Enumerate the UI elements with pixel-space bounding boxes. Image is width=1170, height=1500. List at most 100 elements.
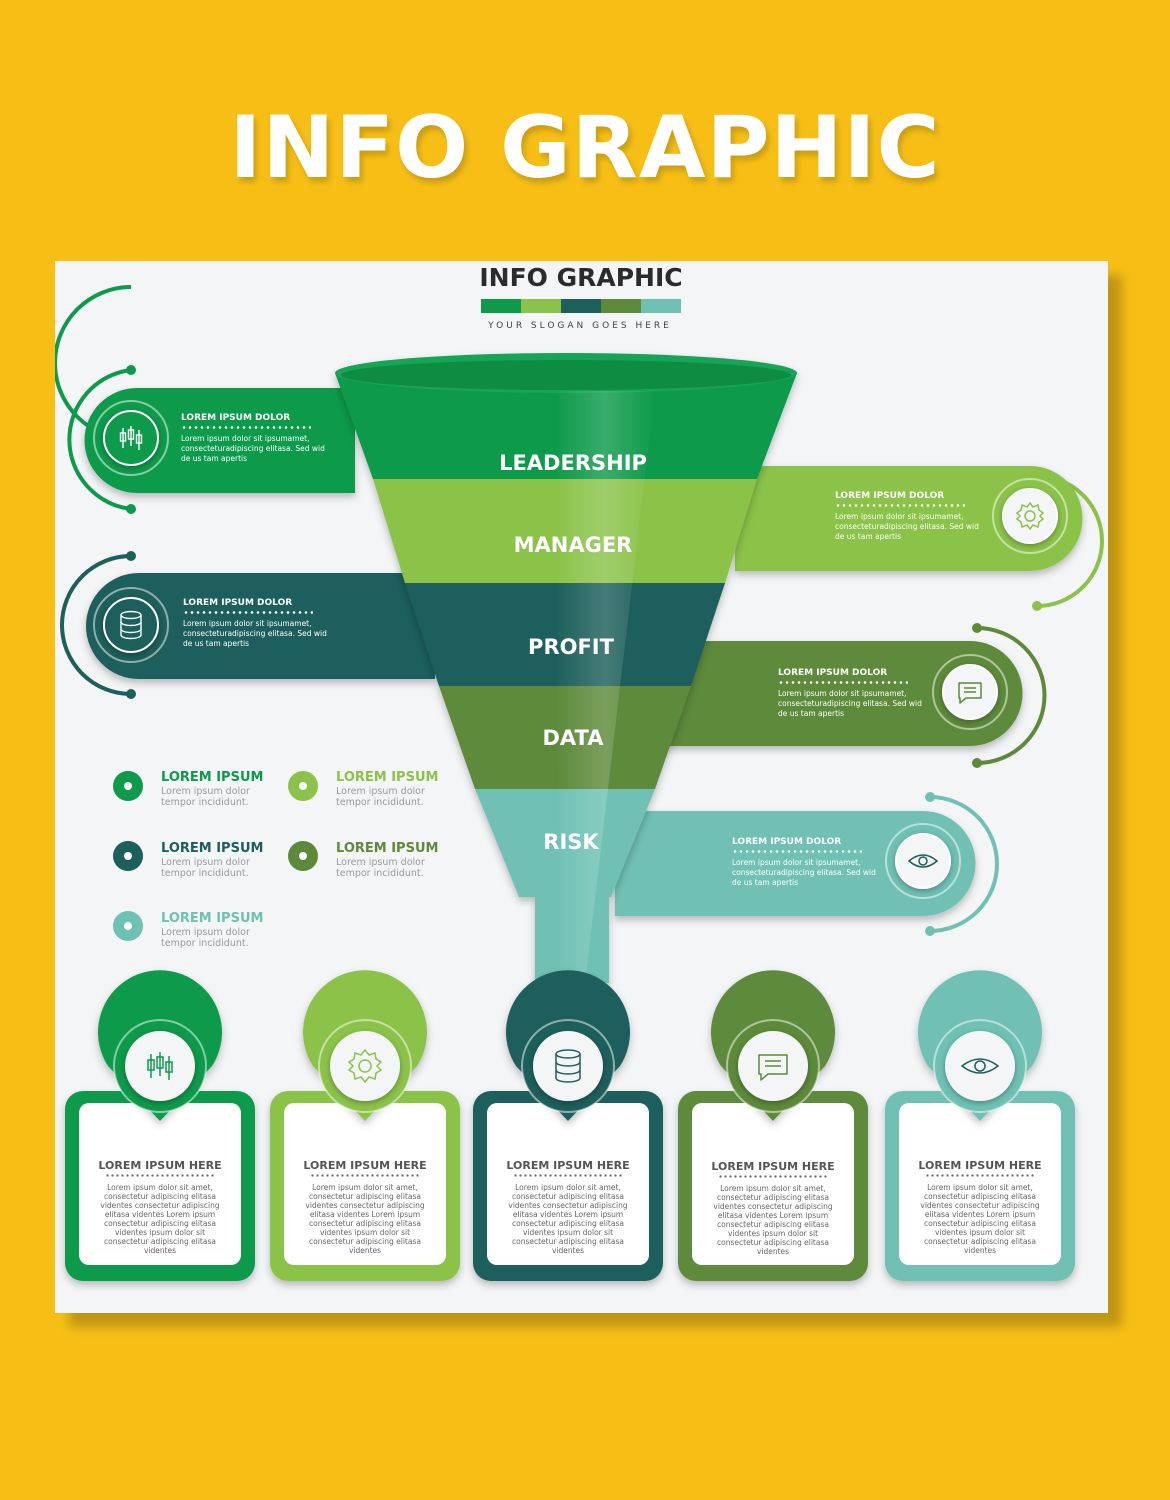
text-line: Lorem ipsum dolor xyxy=(161,857,250,868)
text-line: consectetur adipiscing elitasa xyxy=(717,1193,829,1202)
funnel-level-manager: MANAGER xyxy=(513,533,633,557)
banner-4-title: LOREM IPSUM DOLOR xyxy=(778,668,888,678)
text-line: de us tam apertis xyxy=(183,639,250,648)
infographic-graphics xyxy=(55,285,1104,1281)
text-line: videntes xyxy=(551,1246,585,1255)
banner-5 xyxy=(615,792,999,936)
text-line: videntes ipsum dolor sit xyxy=(319,1228,411,1237)
infographic-sheet: INFO GRAPHIC YOUR SLOGAN GOES HERE LEADE… xyxy=(55,261,1108,1313)
color-swatch xyxy=(561,299,601,313)
card-title: LOREM IPSUM HERE xyxy=(711,1160,835,1173)
funnel-level-risk: RISK xyxy=(543,830,599,854)
text-line: videntes consectetur adipiscing xyxy=(508,1201,628,1210)
text-line: videntes ipsum dolor sit xyxy=(934,1228,1026,1237)
legend-item-text: Lorem ipsum dolor tempor incididunt. xyxy=(161,786,281,808)
banner-4-text: Lorem ipsum dolor sit ipsumamet, consect… xyxy=(778,689,938,719)
text-line: consectetur adipiscing elitasa xyxy=(717,1238,829,1247)
legend-item-text: Lorem ipsum dolor tempor incididunt. xyxy=(336,857,456,879)
card-title: LOREM IPSUM HERE xyxy=(918,1159,1042,1172)
text-line: consectetur adipiscing elitasa xyxy=(512,1192,624,1201)
banner-2 xyxy=(735,466,1104,611)
text-line: Lorem ipsum dolor sit amet, xyxy=(515,1183,621,1192)
banner-3-dots xyxy=(183,611,313,614)
legend-markers xyxy=(113,771,318,941)
text-line: videntes ipsum dolor sit xyxy=(727,1229,819,1238)
candlestick-icon xyxy=(147,1052,173,1080)
funnel-level-data: DATA xyxy=(542,726,604,750)
text-line: Lorem ipsum dolor sit ipsumamet, xyxy=(835,512,964,521)
text-line: Lorem ipsum dolor sit amet, xyxy=(720,1184,826,1193)
banner-3-text: Lorem ipsum dolor sit ipsumamet, consect… xyxy=(183,619,343,649)
color-swatch xyxy=(521,299,561,313)
banner-5-text: Lorem ipsum dolor sit ipsumamet, consect… xyxy=(732,858,892,888)
legend-item-text: Lorem ipsum dolor tempor incididunt. xyxy=(161,857,281,879)
funnel xyxy=(335,353,797,983)
legend-item-title: LOREM IPSUM xyxy=(336,841,439,856)
text-line: consectetur adipiscing elitasa xyxy=(309,1192,421,1201)
text-line: Lorem ipsum dolor sit amet, xyxy=(312,1183,418,1192)
text-line: videntes ipsum dolor sit xyxy=(522,1228,614,1237)
legend-item-title: LOREM IPSUM xyxy=(336,770,439,785)
card-text: Lorem ipsum dolor sit amet, consectetur … xyxy=(300,1183,430,1255)
text-line: Lorem ipsum dolor sit amet, xyxy=(107,1183,213,1192)
banner-2-dots xyxy=(835,504,965,507)
candlestick-icon xyxy=(119,426,143,450)
card-dots xyxy=(718,1175,828,1178)
text-line: tempor incididunt. xyxy=(161,868,249,879)
text-line: consectetur adipiscing elitasa xyxy=(717,1220,829,1229)
funnel-level-leadership: LEADERSHIP xyxy=(499,451,647,475)
text-line: videntes consectetur adipiscing xyxy=(920,1201,1040,1210)
text-line: consectetur adipiscing elitasa xyxy=(512,1237,624,1246)
text-line: consecteturadipiscing elitasa. Sed wid xyxy=(835,522,979,531)
text-line: elitasa videntes Lorem ipsum xyxy=(512,1210,624,1219)
text-line: consectetur adipiscing elitasa xyxy=(104,1237,216,1246)
text-line: consecteturadipiscing elitasa. Sed wid xyxy=(732,868,876,877)
sheet-title: INFO GRAPHIC xyxy=(479,263,683,292)
banner-3-title: LOREM IPSUM DOLOR xyxy=(183,598,293,608)
slogan: YOUR SLOGAN GOES HERE xyxy=(488,321,672,331)
text-line: Lorem ipsum dolor sit ipsumamet, xyxy=(778,689,907,698)
color-swatch xyxy=(641,299,681,313)
legend-item-title: LOREM IPSUM xyxy=(161,911,264,926)
color-bar xyxy=(481,299,681,313)
color-swatch xyxy=(601,299,641,313)
card-dots xyxy=(925,1174,1035,1177)
banner-1 xyxy=(55,285,355,514)
card-title: LOREM IPSUM HERE xyxy=(303,1159,427,1172)
database-icon xyxy=(120,610,142,640)
banner-icon-circles xyxy=(93,400,1068,899)
text-line: videntes xyxy=(143,1246,177,1255)
text-line: videntes xyxy=(348,1246,382,1255)
text-line: tempor incididunt. xyxy=(336,868,424,879)
banner-3 xyxy=(60,551,435,699)
legend-item-title: LOREM IPSUM xyxy=(161,841,264,856)
text-line: de us tam apertis xyxy=(732,878,799,887)
headline: INFO GRAPHIC xyxy=(229,98,941,198)
color-swatch xyxy=(481,299,521,313)
text-line: videntes consectetur adipiscing xyxy=(305,1201,425,1210)
text-line: consectetur adipiscing elitasa xyxy=(309,1219,421,1228)
legend-item-text: Lorem ipsum dolor tempor incididunt. xyxy=(161,927,281,949)
gear-icon xyxy=(347,1048,383,1084)
text-line: consectetur adipiscing elitasa xyxy=(309,1237,421,1246)
database-icon xyxy=(555,1049,581,1083)
eye-icon xyxy=(960,1058,1000,1074)
text-line: videntes xyxy=(963,1246,997,1255)
text-line: consectetur adipiscing elitasa xyxy=(924,1237,1036,1246)
card-dots xyxy=(513,1174,623,1177)
gear-icon xyxy=(1015,501,1045,531)
cards xyxy=(65,970,1075,1281)
text-line: Lorem ipsum dolor xyxy=(336,786,425,797)
text-line: consecteturadipiscing elitasa. Sed wid xyxy=(181,444,325,453)
text-line: de us tam apertis xyxy=(778,709,845,718)
banner-4-dots xyxy=(778,681,908,684)
text-line: Lorem ipsum dolor xyxy=(161,786,250,797)
legend-item-text: Lorem ipsum dolor tempor incididunt. xyxy=(336,786,456,808)
text-line: videntes xyxy=(756,1247,790,1256)
text-line: videntes consectetur adipiscing xyxy=(100,1201,220,1210)
legend-item-title: LOREM IPSUM xyxy=(161,770,264,785)
card-title: LOREM IPSUM HERE xyxy=(506,1159,630,1172)
text-line: consectetur adipiscing elitasa xyxy=(512,1219,624,1228)
card-text: Lorem ipsum dolor sit amet, consectetur … xyxy=(915,1183,1045,1255)
card-text: Lorem ipsum dolor sit amet, consectetur … xyxy=(708,1184,838,1256)
